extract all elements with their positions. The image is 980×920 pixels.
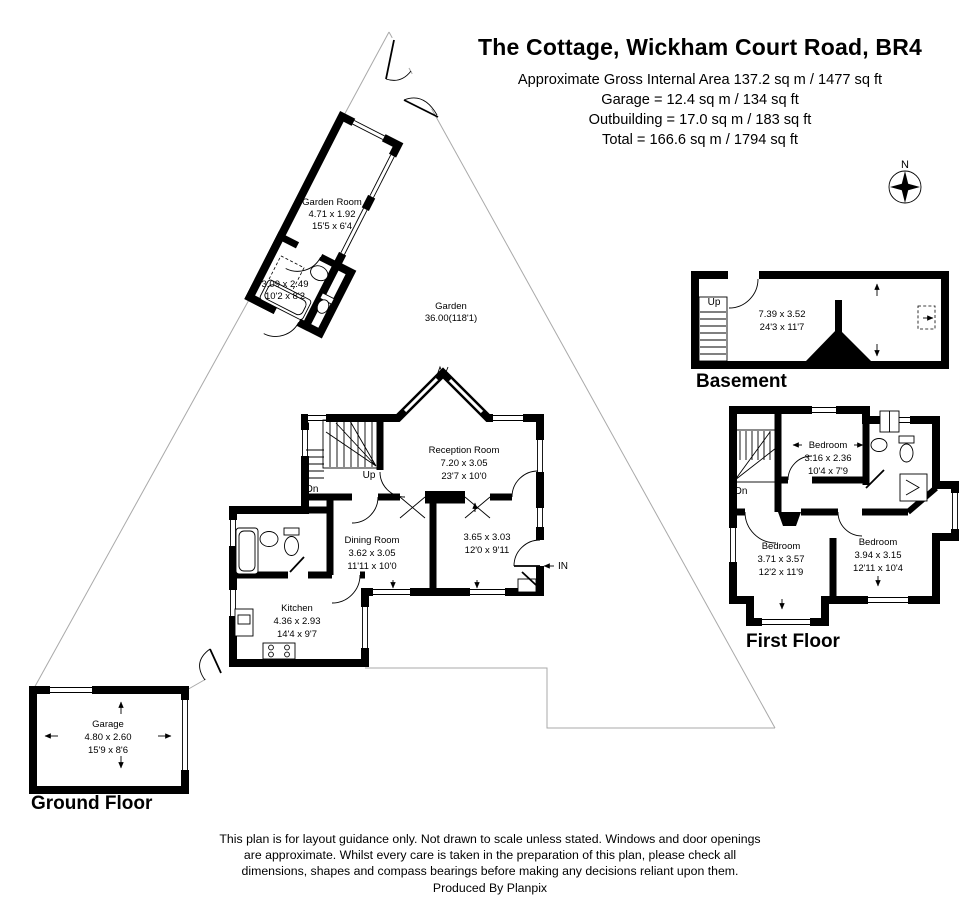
disclaimer-line: dimensions, shapes and compass bearings … [241,864,739,879]
plan-title: The Cottage, Wickham Court Road, BR4 [477,34,923,60]
garden-name: Garden [435,301,467,312]
stairs-icon [698,296,728,362]
dining-name: Dining Room [345,535,400,546]
window-icon [228,413,545,648]
garden-room-imperial: 15'5 x 6'4 [312,221,352,232]
disclaimer-line: This plan is for layout guidance only. N… [219,832,761,846]
bedroom-left-imperial: 12'2 x 11'9 [759,567,804,578]
basement-imperial: 24'3 x 11'7 [760,322,805,333]
up-annotation: Up [708,297,721,308]
bedroom-left-name: Bedroom [762,541,801,552]
sink-icon [870,438,888,452]
dimension-arrow-icon [390,442,881,610]
total-area-line: Total = 166.6 sq m / 1794 sq ft [602,132,798,148]
bedroom-right-metric: 3.94 x 3.15 [854,550,901,561]
dimension-arrow-icon [44,701,172,769]
compass-north-label: N [901,159,909,171]
reception-imperial: 23'7 x 10'0 [441,471,486,482]
wall-break-icon [435,365,449,379]
kitchen-metric: 4.36 x 2.93 [273,616,320,627]
cellar-stairs-icon [306,449,324,479]
stairs-icon [732,429,779,483]
bedroom-top-name: Bedroom [809,440,848,451]
basement-metric: 7.39 x 3.52 [758,309,805,320]
first-floor-plan: Bedroom 3.16 x 2.36 10'4 x 7'9 Bedroom 3… [390,405,960,627]
dn-annotation: Dn [735,486,748,497]
reception-metric: 7.20 x 3.05 [440,458,487,469]
garden-gate-icon [199,648,222,681]
shower-icon [899,473,928,502]
outbuilding-area-line: Outbuilding = 17.0 sq m / 183 sq ft [588,112,812,128]
ground-floor-plan: Reception Room 7.20 x 3.05 23'7 x 10'0 D… [228,365,568,667]
door-icon [744,455,885,544]
bedroom-top-metric: 3.16 x 2.36 [804,453,851,464]
family-metric: 3.65 x 3.03 [463,532,510,543]
garage-metric: 4.80 x 2.60 [84,732,131,743]
garden-room-metric: 4.71 x 1.92 [308,209,355,220]
sink-icon [310,265,329,282]
garden-size: 36.00(118'1) [425,313,477,324]
chimney-breast [806,300,871,361]
basement-label: Basement [696,371,787,392]
bath-icon [259,279,312,320]
door-icon [289,470,545,604]
plan-disclaimer: This plan is for layout guidance only. N… [0,831,980,896]
kitchen-imperial: 14'4 x 9'7 [277,629,317,640]
plot-boundary [32,31,776,729]
produced-by: Produced By Planpix [432,880,548,895]
plan-areas: Approximate Gross Internal Area 137.2 sq… [420,70,980,150]
kitchen-sink-icon [234,608,254,637]
compass-icon: N [888,159,922,204]
garage-area-line: Garage = 12.4 sq m / 134 sq ft [601,92,799,108]
dimension-arrow-icon [874,283,934,357]
outbuilding-shower-metric: 3.09 x 2.49 [261,279,308,290]
outbuilding-shower-imperial: 10'2 x 8'2 [265,291,305,302]
window-icon [917,305,936,330]
dining-imperial: 11'11 x 10'0 [347,561,396,572]
basement-plan: Up 7.39 x 3.52 24'3 x 11'7 [691,270,949,369]
garden-room-outbuilding: Garden Room 4.71 x 1.92 15'5 x 6'4 3.09 … [244,111,404,339]
bedroom-right-imperial: 12'11 x 10'4 [853,563,903,574]
stairs-icon [322,419,379,469]
ground-floor-label: Ground Floor [31,793,153,814]
entrance-label: IN [558,561,568,572]
door-icon [728,278,759,309]
stove-icon [262,642,296,660]
bedroom-left-metric: 3.71 x 3.57 [757,554,804,565]
up-annotation: Up [363,470,376,481]
first-floor-label: First Floor [746,631,841,652]
garage-imperial: 15'9 x 8'6 [88,745,128,756]
plan-header: The Cottage, Wickham Court Road, BR4 App… [420,34,980,150]
garden-room-name: Garden Room [302,197,362,208]
garage-plan: Garage 4.80 x 2.60 15'9 x 8'6 [29,685,190,794]
kitchen-name: Kitchen [281,603,313,614]
dn-annotation: Dn [306,484,319,495]
toilet-icon [898,435,915,463]
dining-metric: 3.62 x 3.05 [348,548,395,559]
garage-name: Garage [92,719,124,730]
family-imperial: 12'0 x 9'11 [465,545,510,556]
reception-name: Reception Room [429,445,500,456]
disclaimer-line: are approximate. Whilst every care is ta… [243,848,737,863]
bedroom-right-name: Bedroom [859,537,898,548]
gate-icon [385,39,439,118]
bedroom-top-imperial: 10'4 x 7'9 [808,466,848,477]
toilet-icon [316,292,335,314]
toilet-icon [283,527,300,556]
sink-icon [259,531,279,547]
cupboard-icon [879,410,900,433]
chimney-breast [778,512,801,526]
bath-icon [235,527,259,575]
gross-area-line: Approximate Gross Internal Area 137.2 sq… [517,72,883,88]
